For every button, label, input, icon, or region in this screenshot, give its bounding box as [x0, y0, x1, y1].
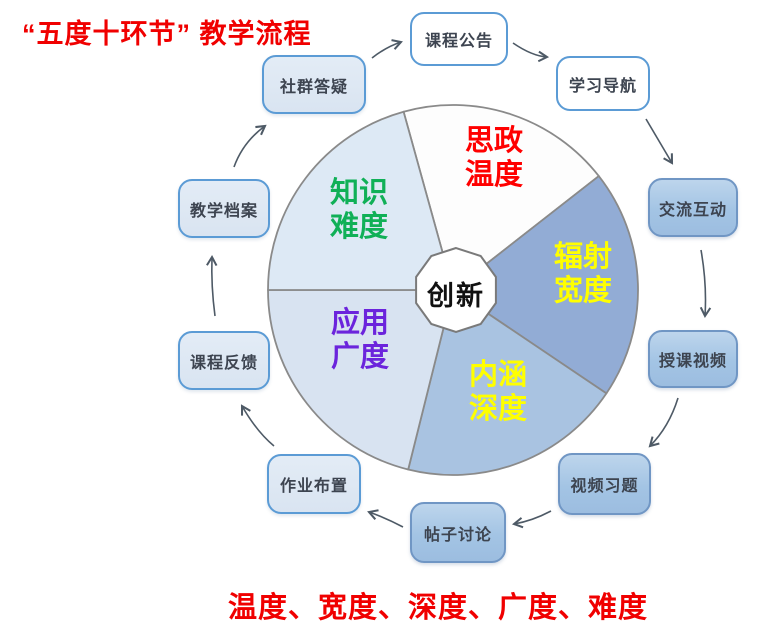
node-learning-navigation-label: 学习导航: [568, 77, 637, 95]
node-community-qa: 社群答疑: [262, 55, 366, 114]
arrow-lecture-video-to-video-exercises: [648, 397, 679, 448]
node-community-qa-label: 社群答疑: [279, 78, 348, 96]
node-lecture-video: 授课视频: [648, 330, 738, 388]
page-title: “五度十环节” 教学流程: [22, 19, 312, 49]
sector-connotation-depth: [407, 289, 608, 476]
arrow-course-feedback-to-teaching-archive: [206, 254, 218, 317]
node-teaching-archive-label: 教学档案: [189, 202, 258, 220]
node-lecture-video-label: 授课视频: [658, 353, 727, 370]
node-learning-navigation: 学习导航: [556, 56, 650, 111]
arrow-video-exercises-to-post-discussion: [511, 510, 552, 529]
sector-label-ideological-warmth: 思政 温度: [464, 125, 523, 192]
wheel-center-decagon: [415, 246, 497, 334]
arrow-communication-interaction-to-lecture-video: [699, 249, 712, 319]
sector-radiation-width: [452, 175, 639, 395]
node-homework-assignment: 作业布置: [267, 454, 361, 514]
sector-knowledge-difficulty: [267, 110, 454, 291]
node-homework-assignment-label: 作业布置: [279, 478, 348, 495]
sector-label-knowledge-difficulty: 知识 难度: [329, 177, 388, 244]
node-video-exercises: 视频习题: [558, 453, 651, 515]
node-course-announcement: 课程公告: [410, 12, 508, 66]
node-post-discussion: 帖子讨论: [410, 502, 506, 563]
arrow-homework-assignment-to-course-feedback: [240, 404, 275, 447]
arrow-learning-navigation-to-communication-interaction: [645, 118, 674, 165]
node-communication-interaction: 交流互动: [648, 178, 738, 237]
node-post-discussion-label: 帖子讨论: [423, 526, 492, 544]
footer-summary: 温度、宽度、深度、广度、难度: [228, 592, 649, 624]
node-video-exercises-label: 视频习题: [570, 478, 639, 495]
arrow-course-announcement-to-learning-navigation: [512, 42, 550, 63]
sector-label-application-breadth: 应用 广度: [330, 307, 389, 374]
sector-ideological-warmth: [402, 104, 600, 291]
arrow-post-discussion-to-homework-assignment: [367, 509, 404, 528]
sector-application-breadth: [267, 289, 454, 471]
node-communication-interaction-label: 交流互动: [658, 201, 727, 219]
arrow-teaching-archive-to-community-qa: [233, 124, 267, 168]
node-course-feedback: 课程反馈: [178, 331, 270, 390]
sector-label-radiation-width: 辐射 宽度: [553, 241, 612, 308]
arrow-community-qa-to-course-announcement: [371, 39, 403, 59]
node-course-feedback-label: 课程反馈: [189, 354, 258, 372]
sector-label-connotation-depth: 内涵 深度: [468, 359, 527, 426]
node-teaching-archive: 教学档案: [178, 179, 270, 238]
wheel-center-label: 创新: [427, 281, 485, 311]
node-course-announcement-label: 课程公告: [424, 33, 493, 50]
